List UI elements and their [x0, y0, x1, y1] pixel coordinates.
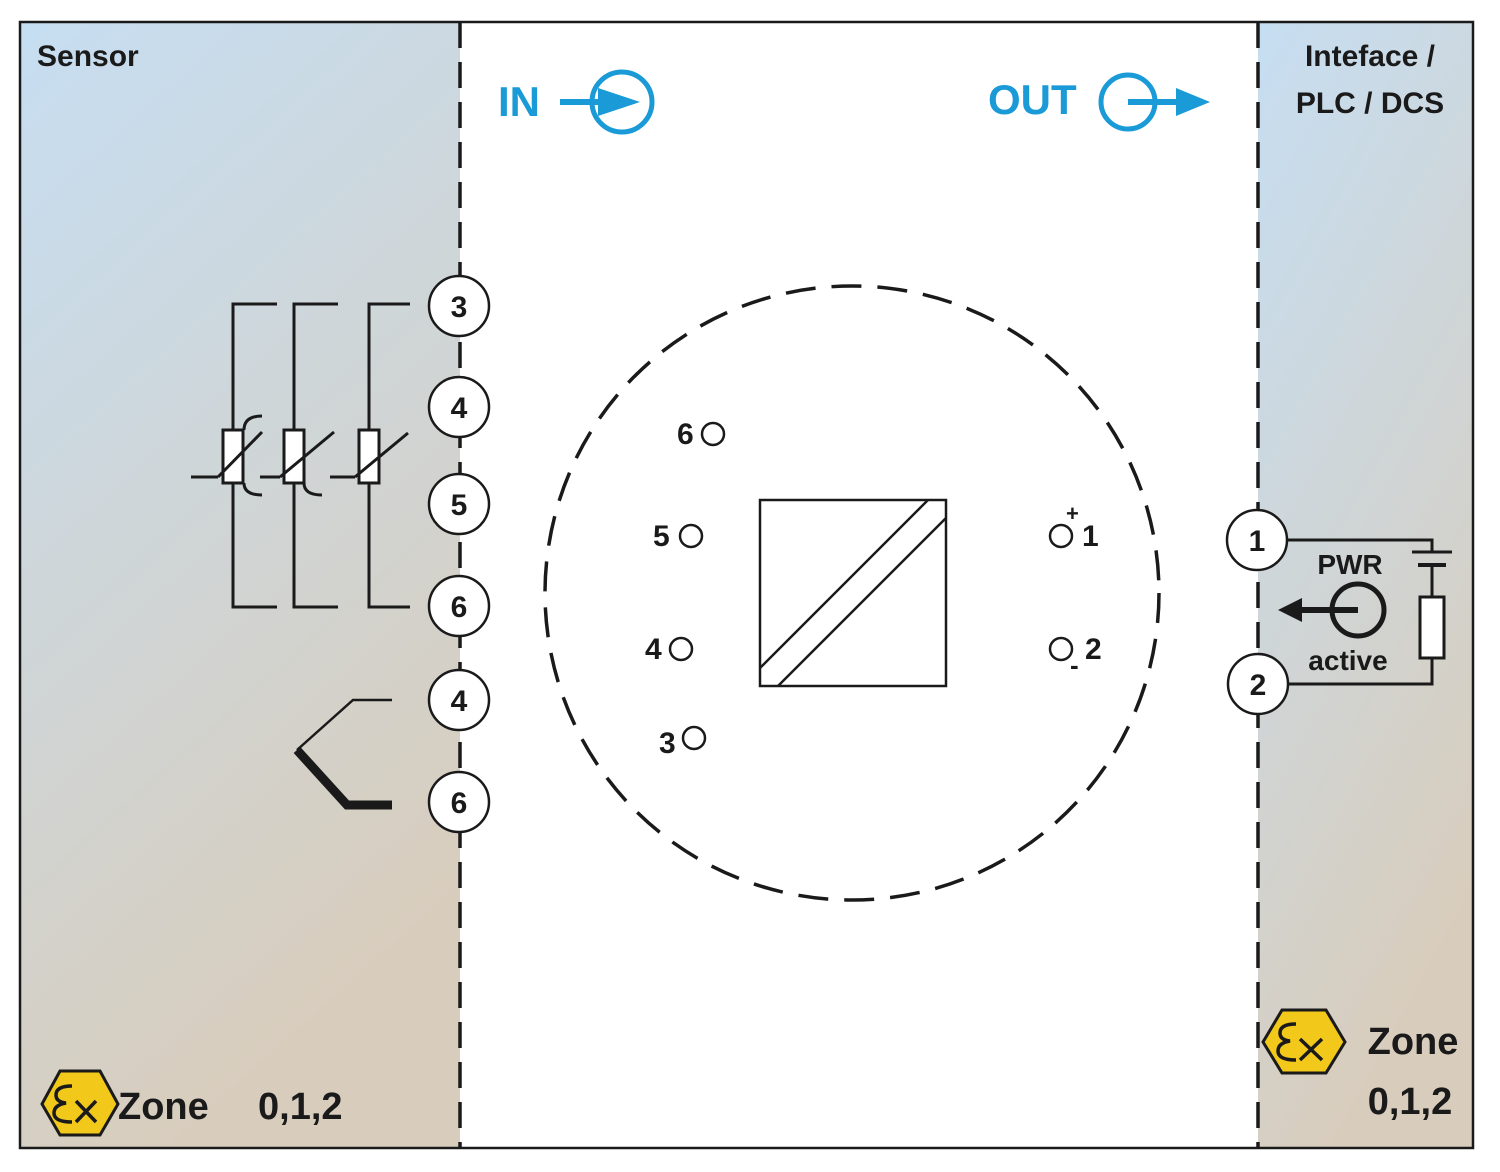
input-terminal-label: 6 [451, 787, 468, 820]
input-terminal-block: 3 4 5 6 4 6 [427, 274, 491, 834]
input-flow-icon: IN [498, 69, 655, 135]
input-terminal-label: 5 [451, 489, 468, 522]
output-terminal-block: 1 2 [1225, 508, 1290, 716]
input-terminal[interactable]: 4 [427, 668, 491, 732]
device-pin-label: 4 [645, 633, 662, 666]
sensor-zone-value: 0,1,2 [258, 1086, 343, 1128]
plus-sign: + [1066, 501, 1079, 526]
input-terminal-label: 6 [451, 591, 468, 624]
output-terminal[interactable]: 1 [1225, 508, 1289, 572]
sensor-zone-background [20, 22, 460, 1148]
active-current-source-icon [1278, 581, 1387, 639]
signal-isolator-icon [758, 498, 948, 688]
device-pin-label: 5 [653, 520, 670, 553]
device-pin [1048, 636, 1074, 662]
output-circuit [1258, 538, 1452, 686]
device-pin-label: 6 [677, 418, 694, 451]
interface-zone-label: Zone [1368, 1021, 1459, 1063]
interface-zone-title-line2: PLC / DCS [1296, 87, 1444, 120]
active-label: active [1308, 645, 1387, 676]
device-housing [543, 284, 1161, 902]
ex-hazard-icon [1261, 1008, 1347, 1075]
pwr-label: PWR [1317, 549, 1382, 580]
device-pin-label: 2 [1085, 633, 1102, 666]
output-terminal-label: 1 [1249, 525, 1266, 558]
output-terminal[interactable]: 2 [1226, 652, 1290, 716]
device-pin-label: 3 [659, 727, 676, 760]
minus-sign: - [1070, 650, 1079, 680]
output-flow-icon: OUT [988, 72, 1210, 132]
output-terminal-label: 2 [1250, 669, 1267, 702]
device-pin [668, 636, 694, 662]
sensor-zone-label: Zone [118, 1086, 209, 1128]
input-terminal[interactable]: 5 [427, 472, 491, 536]
interface-zone-title-line1: Inteface / [1305, 40, 1436, 73]
device-pins-output: + 1 - 2 [1048, 501, 1102, 680]
input-terminal[interactable]: 6 [427, 770, 491, 834]
diagram-frame [18, 20, 1475, 1150]
thermocouple-icon [293, 698, 392, 810]
input-terminal-label: 3 [451, 291, 468, 324]
sensor-zone-title: Sensor [37, 40, 139, 73]
device-pin [681, 725, 707, 751]
device-pin [700, 421, 726, 447]
device-pin-label: 1 [1082, 520, 1099, 553]
interface-zone-value: 0,1,2 [1368, 1081, 1453, 1123]
input-terminal[interactable]: 3 [427, 274, 491, 338]
input-terminal[interactable]: 4 [427, 375, 491, 439]
load-resistor-icon [1418, 595, 1446, 660]
input-terminal-label: 4 [451, 685, 468, 718]
input-terminal-label: 4 [451, 392, 468, 425]
out-label: OUT [988, 76, 1077, 123]
ex-hazard-icon [40, 1069, 120, 1137]
device-pin [1048, 523, 1074, 549]
in-label: IN [498, 78, 540, 125]
rtd-sensor-icon [191, 302, 410, 609]
input-terminal[interactable]: 6 [427, 574, 491, 638]
device-pins-input: 6 5 4 3 [645, 418, 726, 760]
device-pin [678, 523, 704, 549]
